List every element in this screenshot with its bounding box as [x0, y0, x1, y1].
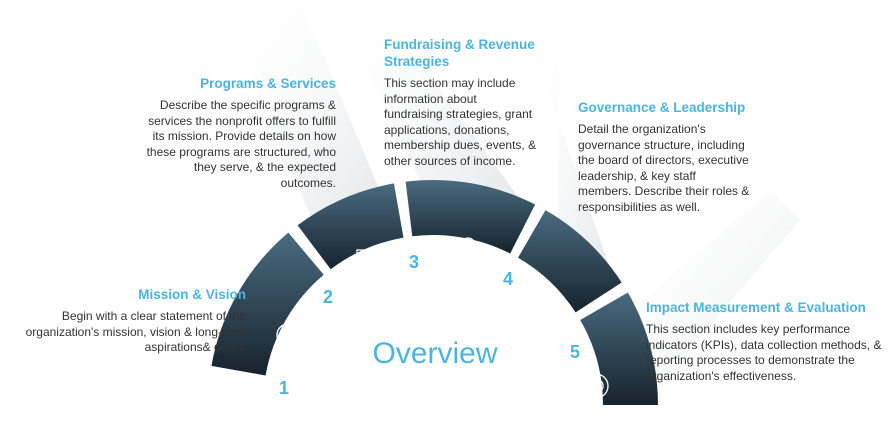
heading-mission-vision: Mission & Vision	[138, 287, 246, 302]
text-fundraising: This section may include information abo…	[384, 76, 537, 168]
light-beam-4	[530, 15, 612, 271]
arc-segment-2	[297, 183, 404, 270]
light-beam-2	[218, 0, 380, 218]
leadership-icon	[540, 288, 566, 313]
block-fundraising: Fundraising & Revenue Strategies This se…	[384, 36, 554, 169]
text-mission-vision: Begin with a clear statement of the orga…	[25, 309, 246, 354]
heading-governance: Governance & Leadership	[578, 100, 746, 115]
text-programs-services: Describe the specific programs & service…	[146, 98, 336, 190]
text-governance: Detail the organization's governance str…	[578, 122, 750, 214]
arc-segment-3	[405, 179, 536, 254]
segment-number-3: 3	[409, 252, 419, 272]
radar-chart-icon	[583, 373, 609, 399]
segment-number-5: 5	[570, 342, 580, 362]
light-beam-5	[633, 190, 800, 390]
block-programs-services: Programs & Services Describe the specifi…	[120, 75, 336, 191]
segment-number-4: 4	[503, 269, 513, 289]
heading-fundraising: Fundraising & Revenue Strategies	[384, 37, 535, 69]
text-impact: This section includes key performance in…	[646, 322, 882, 383]
arc-segment-1	[211, 232, 324, 376]
arc-segment-5	[580, 292, 658, 405]
money-hands-icon: $	[454, 237, 482, 262]
light-beam-3	[330, 0, 521, 200]
target-icon	[276, 322, 301, 347]
block-impact: Impact Measurement & Evaluation This sec…	[646, 299, 890, 384]
segment-number-2: 2	[323, 287, 333, 307]
heading-impact: Impact Measurement & Evaluation	[646, 300, 866, 315]
overview-title: Overview	[372, 337, 498, 370]
segment-number-1: 1	[279, 378, 289, 398]
presentation-board-icon	[356, 249, 380, 272]
heading-programs-services: Programs & Services	[200, 76, 336, 91]
arc-segment-4	[518, 210, 622, 313]
svg-text:$: $	[465, 241, 471, 251]
block-mission-vision: Mission & Vision Begin with a clear stat…	[0, 286, 246, 356]
block-governance: Governance & Leadership Detail the organ…	[578, 99, 778, 215]
